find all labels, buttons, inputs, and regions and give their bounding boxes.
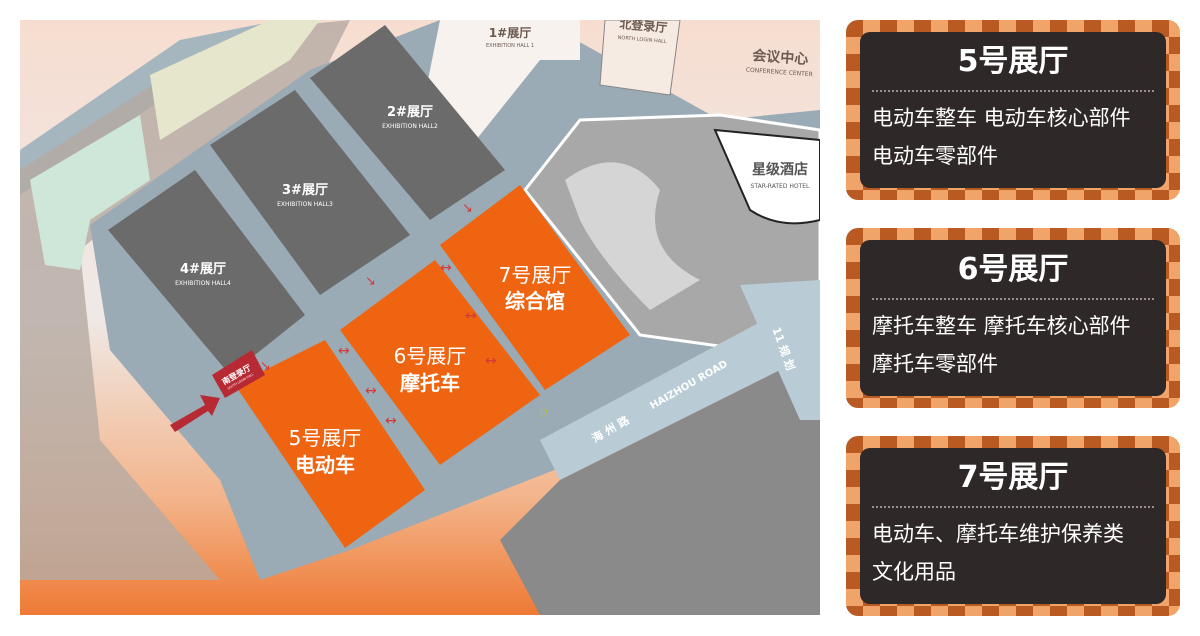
hall-6-subtitle: 摩托车 <box>400 371 460 395</box>
hotel-label: 星级酒店 <box>752 161 808 178</box>
divider <box>872 506 1154 508</box>
card-title: 6号展厅 <box>957 252 1069 287</box>
arrow-icon: ↔ <box>465 308 477 324</box>
hall-7-label: 7号展厅 <box>499 263 572 287</box>
green-area <box>30 115 150 270</box>
hall-2-label: 2#展厅 <box>387 105 433 120</box>
card-line: 文化用品 <box>872 560 956 584</box>
hall-5-label: 5号展厅 <box>289 426 362 450</box>
venue-map: ↔ ↔ ↔ ↔ ↔ ↔ ↘ ↘ ↘ 2#展厅 EXHIBITION HALL2 … <box>20 20 820 615</box>
entrance-arrow-icon <box>170 395 220 432</box>
arrow-icon: ↔ <box>385 413 397 429</box>
hall-4 <box>108 170 305 375</box>
arrow-icon: ↔ <box>485 353 497 369</box>
passage-arrows: ↔ ↔ ↔ ↔ ↔ ↔ ↘ ↘ ↘ <box>260 201 497 429</box>
hall-7 <box>440 185 630 390</box>
arrow-icon: ↔ <box>365 383 377 399</box>
haizhou-road <box>540 290 820 480</box>
card-line: 电动车零部件 <box>872 144 998 168</box>
conference-center-label-en: CONFERENCE CENTER <box>746 67 813 79</box>
arrow-icon: ↔ <box>338 343 350 359</box>
hall-7-subtitle: 综合馆 <box>505 289 565 313</box>
hall-4-label: 4#展厅 <box>180 262 226 277</box>
card-line: 电动车整车 电动车核心部件 <box>872 106 1131 130</box>
south-block <box>500 350 820 615</box>
card-title: 7号展厅 <box>957 460 1069 495</box>
divider <box>872 298 1154 300</box>
green-area <box>150 20 320 140</box>
hall-5-card: 5号展厅 电动车整车 电动车核心部件 电动车零部件 <box>846 20 1180 200</box>
arrow-icon: ↘ <box>260 359 271 374</box>
hall-6-card: 6号展厅 摩托车整车 摩托车核心部件 摩托车零部件 <box>846 228 1180 408</box>
hall-2-label-en: EXHIBITION HALL2 <box>382 123 438 130</box>
hall-4-label-en: EXHIBITION HALL4 <box>175 280 231 287</box>
card-line: 摩托车整车 摩托车核心部件 <box>872 314 1131 338</box>
divider <box>872 90 1154 92</box>
conference-center-label: 会议中心 <box>752 47 809 68</box>
hall-6-label: 6号展厅 <box>394 344 467 368</box>
hall-1-label: 1#展厅 <box>489 26 531 40</box>
hotel-label-en: STAR-RATED HOTEL <box>751 183 810 190</box>
arrow-icon: ↘ <box>365 274 376 289</box>
arrow-icon: ↔ <box>440 260 452 276</box>
hall-3 <box>210 90 410 295</box>
hotel-building <box>713 128 820 225</box>
gate-j7-label: J7 <box>539 409 548 419</box>
card-line: 摩托车零部件 <box>872 352 998 376</box>
hall-5-subtitle: 电动车 <box>295 453 355 477</box>
north-login-hall-block <box>599 20 681 96</box>
hall-1-label-en: EXHIBITION HALL 1 <box>486 43 534 49</box>
hall-5 <box>235 340 425 548</box>
hall-3-label-en: EXHIBITION HALL3 <box>277 201 333 208</box>
hall-7-card: 7号展厅 电动车、摩托车维护保养类 文化用品 <box>846 436 1180 616</box>
south-login-hall[interactable] <box>212 350 265 398</box>
arrow-icon: ↘ <box>462 201 473 216</box>
garden-paths <box>565 162 700 310</box>
hall-6 <box>340 260 540 465</box>
north-login-hall-label: 北登录厅 <box>619 20 668 35</box>
hall-3-label: 3#展厅 <box>282 183 328 198</box>
planned-road <box>740 280 820 420</box>
hall-2 <box>310 25 505 220</box>
north-login-hall-label-en: NORTH LOGIN HALL <box>617 35 667 45</box>
card-line: 电动车、摩托车维护保养类 <box>872 522 1124 546</box>
card-title: 5号展厅 <box>957 44 1069 79</box>
